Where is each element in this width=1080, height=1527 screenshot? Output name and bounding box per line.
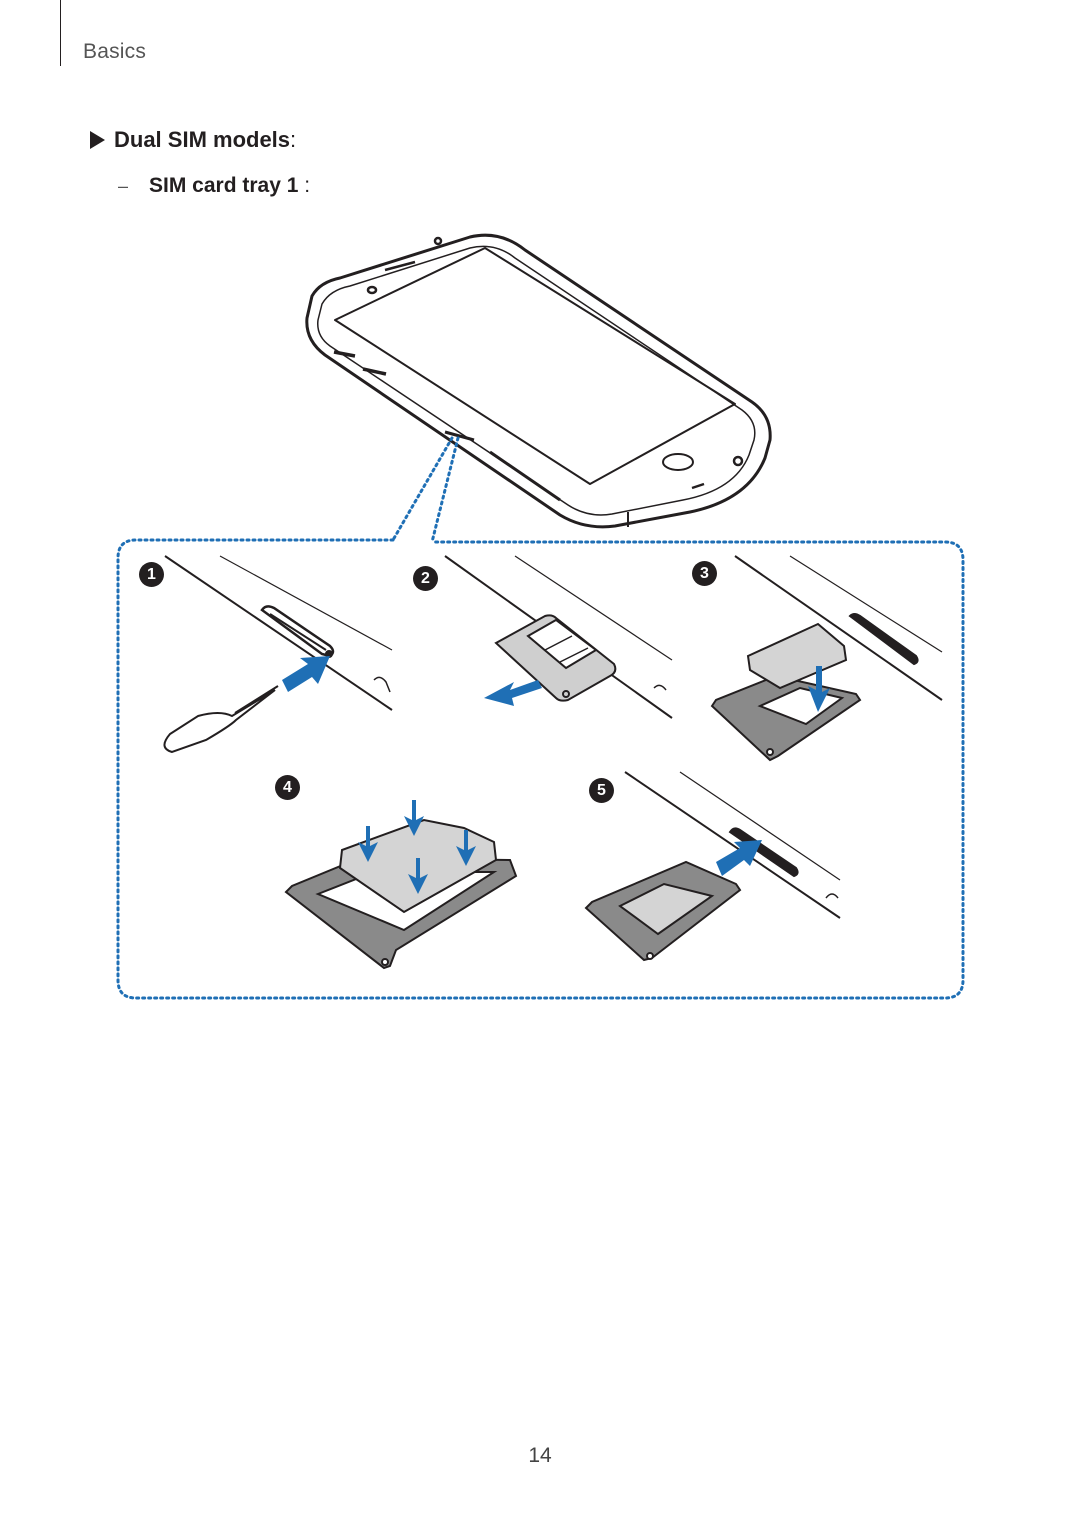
dual-sim-heading: Dual SIM models: (90, 127, 296, 153)
step-4-illustration (284, 818, 518, 970)
callout-frame (116, 538, 965, 1000)
step-2-badge: 2 (413, 566, 438, 591)
insert-arrows-4 (358, 800, 476, 894)
step-3-badge: 3 (692, 561, 717, 586)
section-label: Basics (83, 40, 147, 63)
step-1-badge: 1 (139, 562, 164, 587)
insert-arrow-5 (716, 840, 762, 876)
sim-tray-subheading: – SIM card tray 1 : (118, 174, 310, 198)
step-5-illustration (584, 771, 841, 962)
header-rule (60, 0, 61, 66)
heading-text: Dual SIM models (114, 127, 291, 152)
subheading-colon: : (304, 174, 311, 197)
heading-colon: : (290, 127, 297, 152)
step-1-illustration (163, 555, 393, 754)
subheading-text: SIM card tray 1 (149, 174, 299, 197)
subheading-dash: – (118, 175, 129, 196)
phone-illustration (305, 233, 772, 529)
step-3-illustration (710, 555, 943, 762)
step-2-illustration (444, 555, 673, 719)
step-5-badge: 5 (589, 778, 614, 803)
callout-leader (391, 436, 460, 544)
page-number: 14 (528, 1444, 552, 1467)
insert-arrow-3 (808, 666, 830, 712)
push-arrow-1 (282, 656, 330, 692)
pull-arrow-2 (484, 680, 542, 706)
step-4-badge: 4 (275, 775, 300, 800)
bullet-triangle-icon (90, 131, 105, 149)
